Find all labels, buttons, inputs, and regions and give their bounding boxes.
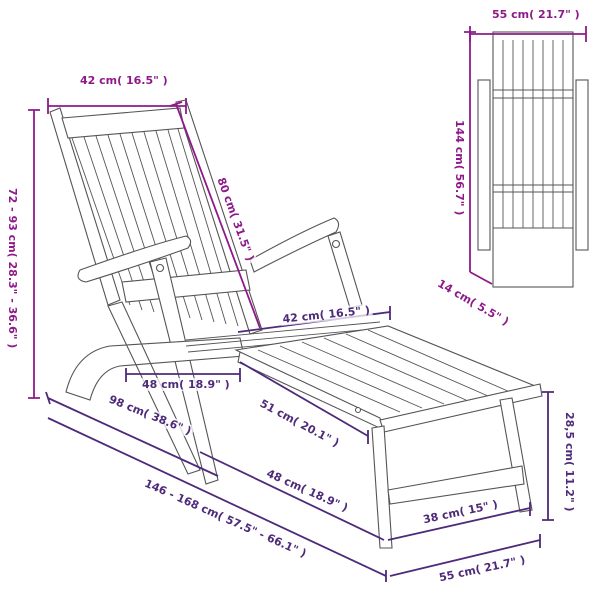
dim-total-height: 72 - 93 cm( 28.3" - 36.6" ): [6, 186, 19, 351]
dim-folded-length: 144 cm( 56.7" ): [453, 118, 466, 218]
dimension-lines: [28, 26, 587, 582]
dim-footrest-height: 28,5 cm( 11.2" ): [563, 410, 576, 514]
dim-folded-width: 55 cm( 21.7" ): [490, 8, 582, 21]
armrests: [77, 217, 363, 485]
folded-view: [477, 31, 589, 288]
dim-backrest-width: 42 cm( 16.5" ): [78, 74, 170, 87]
footrest: [234, 325, 543, 549]
dim-seat-depth: 48 cm( 18.9" ): [140, 378, 232, 391]
